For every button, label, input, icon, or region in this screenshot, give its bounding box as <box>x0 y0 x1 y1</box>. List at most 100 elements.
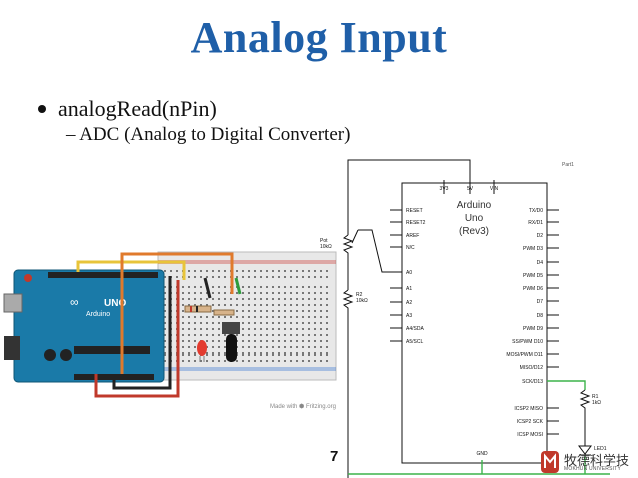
breadboard-hole <box>266 304 268 306</box>
breadboard-hole <box>266 292 268 294</box>
breadboard-hole <box>290 270 292 272</box>
logo-text-en: MOKHUN UNIVERSITY <box>564 466 622 472</box>
breadboard-rail <box>158 260 336 264</box>
breadboard-hole <box>260 316 262 318</box>
breadboard-hole <box>188 334 190 336</box>
pin-right-label: PWM D6 <box>523 286 543 292</box>
led-symbol-icon <box>578 445 592 455</box>
breadboard-hole <box>254 334 256 336</box>
breadboard-hole <box>314 270 316 272</box>
breadboard-hole <box>248 334 250 336</box>
breadboard-hole <box>188 298 190 300</box>
breadboard-hole <box>200 322 202 324</box>
breadboard-hole <box>302 360 304 362</box>
breadboard-hole <box>314 346 316 348</box>
breadboard-hole <box>248 322 250 324</box>
pin-right-label: D2 <box>537 233 544 239</box>
breadboard-hole <box>188 316 190 318</box>
breadboard-hole <box>206 346 208 348</box>
breadboard-hole <box>164 292 166 294</box>
breadboard-hole <box>188 292 190 294</box>
made-with-label: Made with <box>270 404 298 410</box>
breadboard-hole <box>182 286 184 288</box>
breadboard-hole <box>194 354 196 356</box>
breadboard-hole <box>212 298 214 300</box>
breadboard-hole <box>212 360 214 362</box>
breadboard-hole <box>182 298 184 300</box>
arduino-chip <box>401 182 548 464</box>
bullet-analogread: analogRead(nPin) <box>38 96 217 122</box>
breadboard-hole <box>230 316 232 318</box>
breadboard-hole <box>188 270 190 272</box>
bullet-adc: – ADC (Analog to Digital Converter) <box>66 124 351 145</box>
breadboard-hole <box>242 286 244 288</box>
breadboard-hole <box>242 298 244 300</box>
breadboard-hole <box>284 334 286 336</box>
breadboard-hole <box>326 304 328 306</box>
breadboard-hole <box>296 310 298 312</box>
breadboard-hole <box>242 352 244 354</box>
breadboard-hole <box>224 298 226 300</box>
breadboard-hole <box>212 340 214 342</box>
breadboard-hole <box>326 360 328 362</box>
breadboard-hole <box>236 292 238 294</box>
breadboard-hole <box>212 292 214 294</box>
breadboard-hole <box>296 270 298 272</box>
breadboard-hole <box>164 276 166 278</box>
breadboard-hole <box>164 360 166 362</box>
breadboard-hole <box>200 270 202 272</box>
breadboard-hole <box>254 316 256 318</box>
breadboard-hole <box>212 328 214 330</box>
breadboard-hole <box>308 354 310 356</box>
breadboard-hole <box>308 316 310 318</box>
breadboard-hole <box>284 346 286 348</box>
breadboard-hole <box>248 328 250 330</box>
breadboard-hole <box>302 292 304 294</box>
pin-left-label: A0 <box>406 270 412 276</box>
breadboard-hole <box>218 334 220 336</box>
breadboard-hole <box>164 328 166 330</box>
breadboard-hole <box>320 360 322 362</box>
breadboard-hole <box>326 322 328 324</box>
breadboard-hole <box>224 286 226 288</box>
breadboard-hole <box>290 286 292 288</box>
breadboard-hole <box>218 298 220 300</box>
breadboard-hole <box>212 334 214 336</box>
led-icon <box>197 340 207 356</box>
slide-number: 7 <box>330 448 339 465</box>
breadboard-hole <box>314 328 316 330</box>
breadboard-hole <box>308 304 310 306</box>
breadboard-hole <box>260 354 262 356</box>
breadboard-hole <box>314 292 316 294</box>
breadboard-hole <box>266 346 268 348</box>
breadboard-hole <box>326 334 328 336</box>
breadboard-hole <box>326 328 328 330</box>
breadboard-hole <box>242 270 244 272</box>
schematic-diagram: Part1 Arduino Uno (Rev3) 3V3 5V VIN RESE… <box>320 159 610 478</box>
breadboard-hole <box>278 292 280 294</box>
breadboard-hole <box>326 298 328 300</box>
breadboard-hole <box>248 286 250 288</box>
breadboard-hole <box>224 316 226 318</box>
breadboard-hole <box>308 276 310 278</box>
breadboard-hole <box>248 310 250 312</box>
pin-left-label: N/C <box>406 245 415 251</box>
breadboard-hole <box>248 276 250 278</box>
breadboard-hole <box>206 322 208 324</box>
breadboard-hole <box>182 340 184 342</box>
breadboard-hole <box>290 292 292 294</box>
reset-button-icon <box>24 274 32 282</box>
breadboard-hole <box>194 340 196 342</box>
breadboard-hole <box>272 310 274 312</box>
breadboard-hole <box>242 292 244 294</box>
breadboard-hole <box>224 292 226 294</box>
breadboard-hole <box>236 334 238 336</box>
breadboard-hole <box>200 304 202 306</box>
breadboard-hole <box>218 316 220 318</box>
breadboard-hole <box>326 310 328 312</box>
pot-value: 10kΩ <box>320 244 332 250</box>
breadboard-hole <box>308 292 310 294</box>
breadboard-hole <box>296 304 298 306</box>
breadboard-hole <box>314 340 316 342</box>
breadboard-hole <box>326 316 328 318</box>
